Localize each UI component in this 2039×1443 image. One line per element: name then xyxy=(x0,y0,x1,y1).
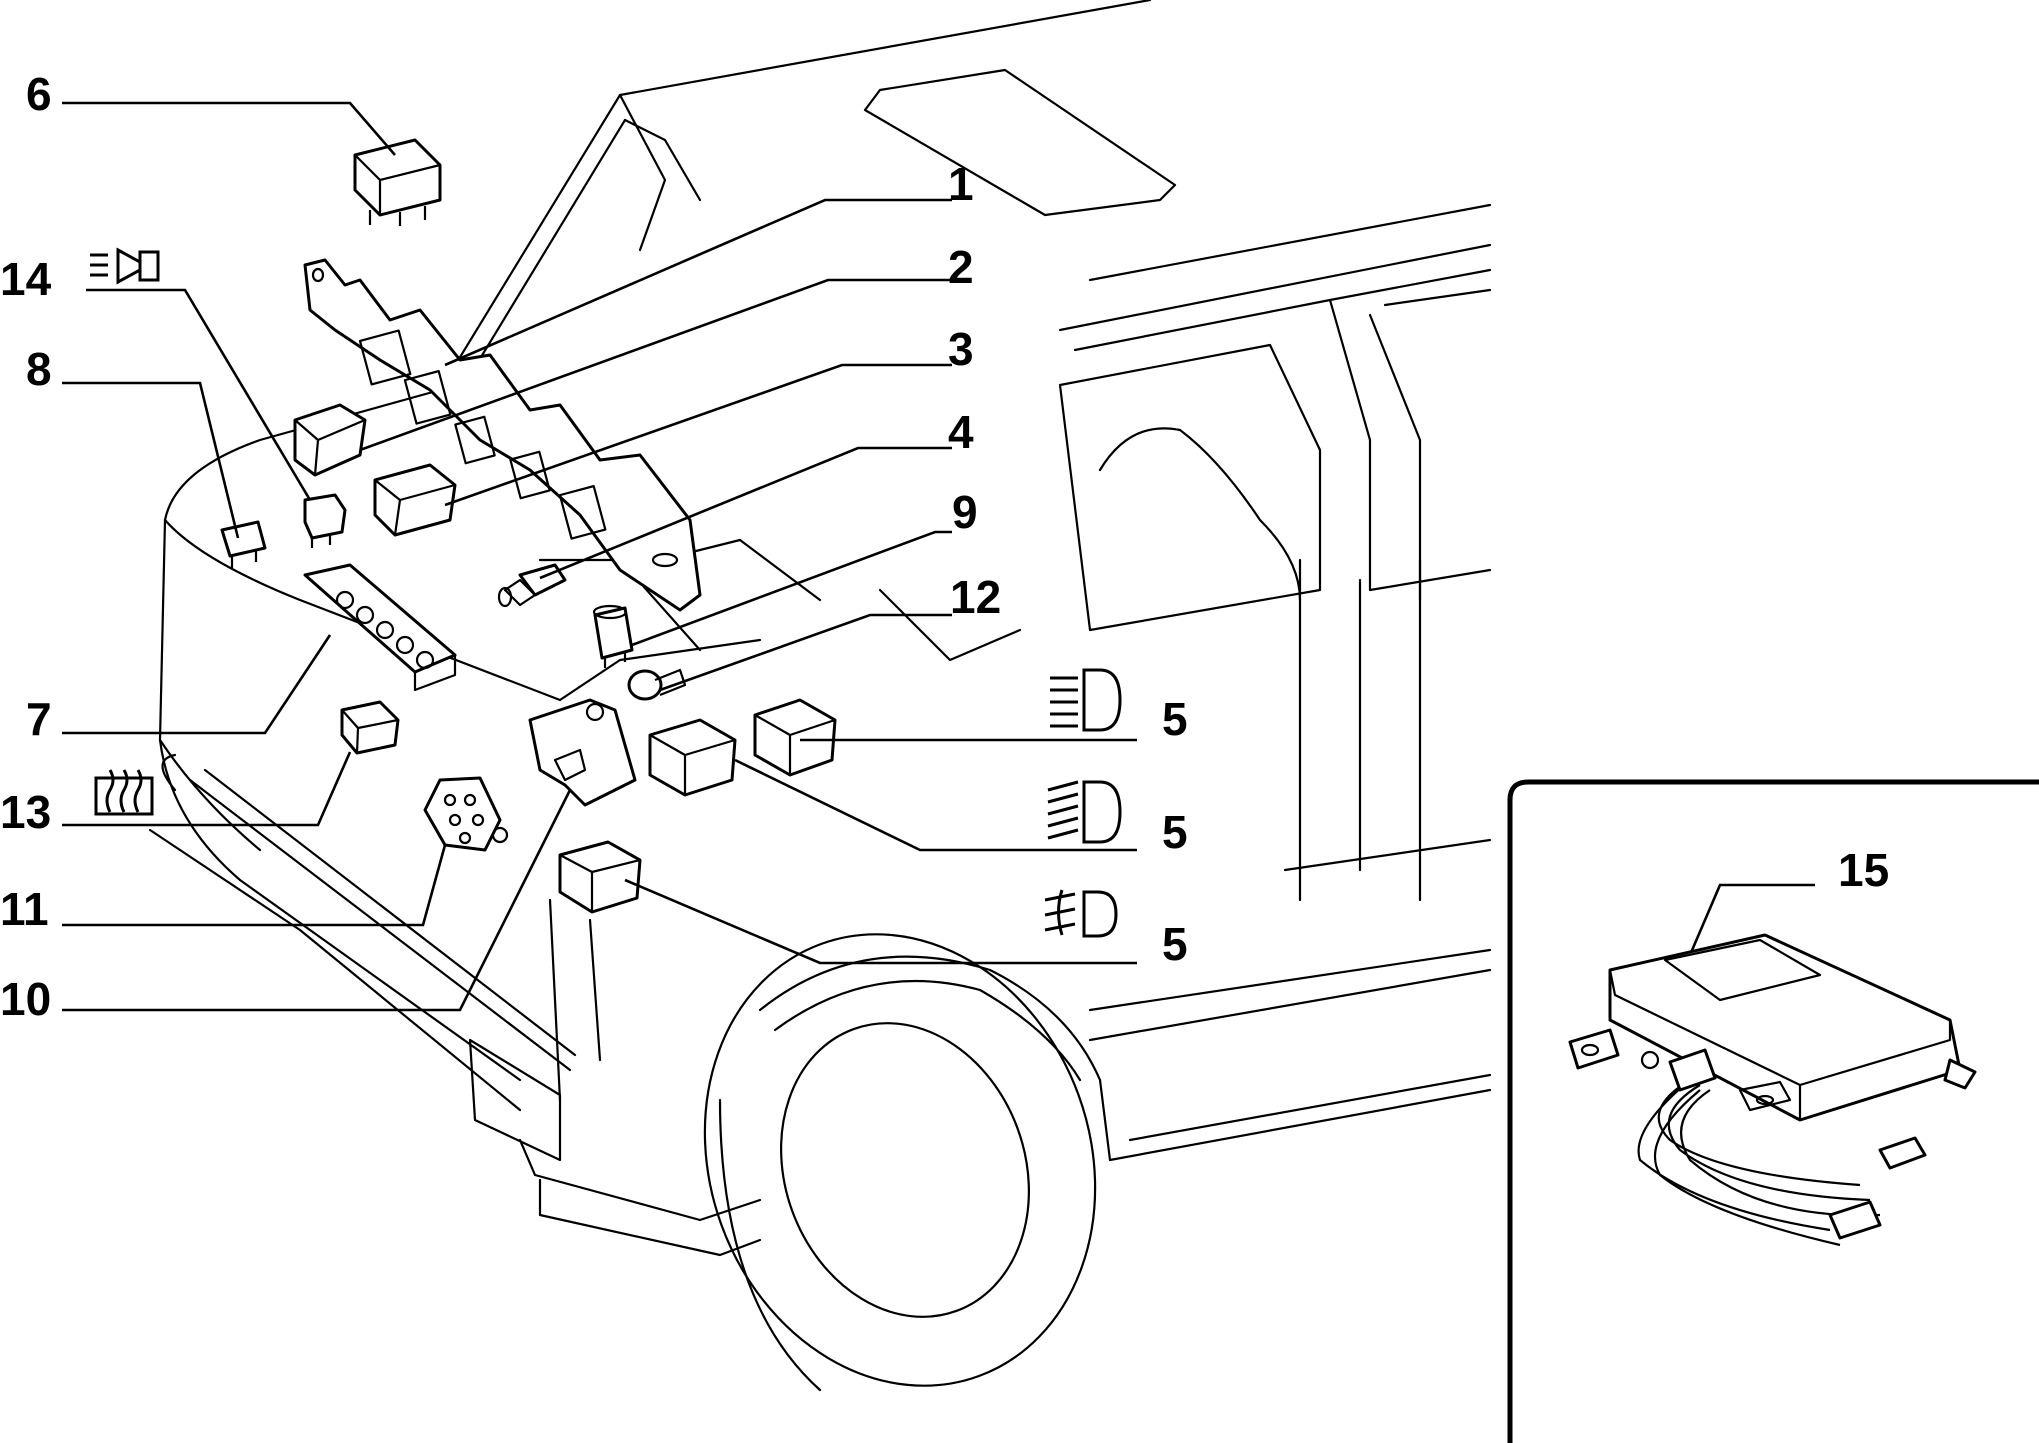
callout-12: 12 xyxy=(950,571,1001,623)
callout-15: 15 xyxy=(1838,844,1889,896)
callout-2: 2 xyxy=(948,241,974,293)
callout-4: 4 xyxy=(948,406,974,458)
relay-6 xyxy=(353,138,442,226)
rear-defroster-icon xyxy=(94,769,154,816)
relay-2 xyxy=(293,403,367,477)
relay-5-low-beam xyxy=(648,718,737,797)
inset-panel-15 xyxy=(1507,779,2039,1443)
callout-5-high-beam: 5 xyxy=(1162,693,1188,745)
callout-1: 1 xyxy=(948,158,974,210)
callout-7: 7 xyxy=(26,693,52,745)
callout-10: 10 xyxy=(0,973,51,1025)
connector-plate-11 xyxy=(423,776,509,852)
relay-13 xyxy=(340,700,400,755)
horn-icon xyxy=(90,247,160,285)
callout-11: 11 xyxy=(0,883,49,935)
low-beam-icon xyxy=(1047,780,1122,844)
relay-3 xyxy=(373,463,457,537)
callout-9: 9 xyxy=(952,486,978,538)
high-beam-icon xyxy=(1050,668,1122,732)
callout-6: 6 xyxy=(26,68,52,120)
relay-14 xyxy=(303,493,347,548)
callout-5-low-beam: 5 xyxy=(1162,806,1188,858)
control-unit-15 xyxy=(1568,933,1977,1122)
fuse-box-bracket-1 xyxy=(303,258,702,612)
wiring-harness-15 xyxy=(1637,1048,1927,1247)
fog-light-icon xyxy=(1044,889,1118,938)
fuse-block-7 xyxy=(303,563,457,692)
component-12 xyxy=(627,668,687,701)
bracket-10 xyxy=(528,698,637,807)
callout-13: 13 xyxy=(0,786,51,838)
flasher-relay-9 xyxy=(592,604,634,668)
callout-5-fog-light: 5 xyxy=(1162,918,1188,970)
callout-labels: 6 1 2 14 3 8 4 9 12 7 5 13 5 11 5 10 15 xyxy=(0,68,1889,1025)
callout-14: 14 xyxy=(0,253,52,305)
leader-lines xyxy=(62,101,1137,1012)
relay-5-fog-light xyxy=(558,840,642,914)
callout-8: 8 xyxy=(26,343,52,395)
callout-3: 3 xyxy=(948,323,974,375)
relay-5-high-beam xyxy=(753,698,837,777)
fuse-8 xyxy=(220,520,267,568)
